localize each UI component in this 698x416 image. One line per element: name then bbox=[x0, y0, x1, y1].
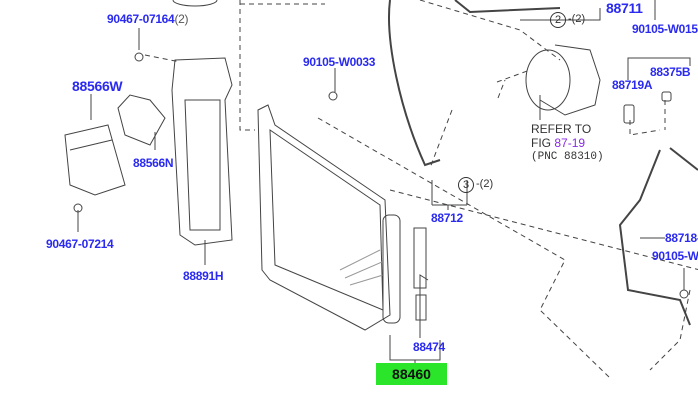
part-90467-07214[interactable]: 90467-07214 bbox=[46, 237, 114, 251]
reference-note: REFER TO FIG 87-19 (PNC 88310) bbox=[531, 122, 604, 164]
part-88711[interactable]: 88711 bbox=[606, 0, 643, 16]
part-number[interactable]: 90467-07164 bbox=[107, 12, 175, 26]
filter-88474 bbox=[413, 227, 427, 321]
reference-line: REFER TO bbox=[531, 122, 592, 136]
top-part-edge bbox=[172, 0, 218, 7]
fig-link[interactable]: 87-19 bbox=[554, 136, 586, 150]
part-88566N[interactable]: 88566N bbox=[133, 156, 174, 170]
part-88719A[interactable]: 88719A bbox=[612, 78, 653, 92]
compressor bbox=[525, 44, 601, 116]
part-90105-W0152[interactable]: 90105-W0152 bbox=[632, 22, 698, 36]
pipe-88718 bbox=[618, 147, 698, 326]
part-88718[interactable]: 88718- bbox=[665, 231, 698, 245]
part-90467-07164[interactable]: 90467-07164(2) bbox=[107, 12, 189, 26]
part-90105-W0[interactable]: 90105-W0 bbox=[652, 249, 698, 263]
bracket-88891H bbox=[171, 57, 233, 246]
callout-2-quantity: -(2) bbox=[568, 13, 586, 25]
callout-3-quantity: -(2) bbox=[476, 178, 494, 190]
part-88474[interactable]: 88474 bbox=[413, 340, 445, 354]
part-88375B[interactable]: 88375B bbox=[650, 65, 691, 79]
part-88460-highlighted[interactable]: 88460 bbox=[376, 363, 447, 385]
part-88712[interactable]: 88712 bbox=[431, 211, 463, 225]
callout-circle-3: 3 bbox=[458, 177, 474, 193]
cap-88375B bbox=[661, 91, 672, 102]
duct-88566N bbox=[117, 94, 166, 146]
sensor-88719A bbox=[623, 104, 635, 124]
duct-88566W bbox=[64, 124, 126, 196]
quantity: (2) bbox=[174, 12, 189, 26]
callout-circle-2: 2 bbox=[550, 12, 566, 28]
part-88566W[interactable]: 88566W bbox=[72, 78, 123, 94]
condenser-88460 bbox=[257, 104, 401, 331]
pipe-88711 bbox=[388, 0, 561, 167]
bolts bbox=[73, 52, 689, 299]
solid-leaders bbox=[77, 0, 691, 363]
fig-prefix: FIG bbox=[531, 136, 555, 150]
dashed-leaders bbox=[144, 0, 698, 379]
pnc-reference: (PNC 88310) bbox=[531, 151, 604, 163]
part-90105-W0033[interactable]: 90105-W0033 bbox=[303, 55, 376, 69]
part-88891H[interactable]: 88891H bbox=[183, 269, 224, 283]
